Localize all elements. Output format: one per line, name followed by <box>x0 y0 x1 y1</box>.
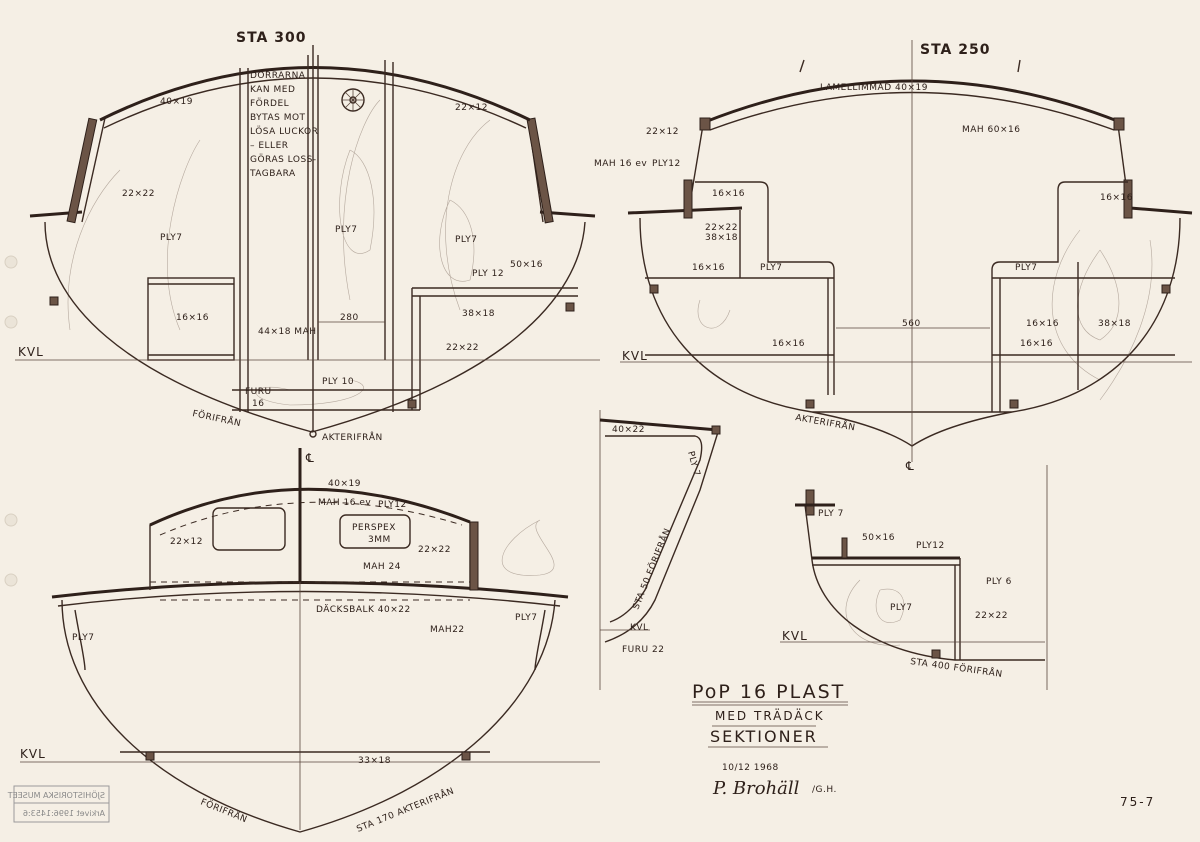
label: PLY12 <box>916 541 945 551</box>
drawing-title: PoP 16 PLAST <box>692 681 845 703</box>
label: PLY 7 <box>685 450 701 478</box>
section-sta-300: STA 300 DÖRRARNA KAN MED FÖRDEL BYTAS MO… <box>15 30 681 443</box>
title-block: PoP 16 PLAST MED TRÄDÄCK SEKTIONER 10/12… <box>692 681 848 799</box>
sta-300-title: STA 300 <box>236 30 306 46</box>
label: PLY7 <box>515 613 537 623</box>
label: MAH22 <box>430 625 465 635</box>
label: 22×12 <box>455 103 488 113</box>
label: LAMELLIMMAD 40×19 <box>820 83 928 93</box>
label: STA 170 AKTERIFRÅN <box>355 785 456 835</box>
section-sta-400: PLY 7 50×16 PLY12 PLY 6 PLY7 22×22 KVL S… <box>780 465 1048 690</box>
label: FÖRIFRÅN <box>199 796 249 826</box>
label: 16×16 <box>1100 193 1133 203</box>
label: 22×22 <box>418 545 451 555</box>
label: PLY7 <box>455 235 477 245</box>
label: 280 <box>340 313 359 323</box>
note-line: FÖRDEL <box>250 98 289 109</box>
label: 50×16 <box>510 260 543 270</box>
label: 38×18 <box>462 309 495 319</box>
drawing-heading: SEKTIONER <box>710 727 818 746</box>
label: PLY7 <box>890 603 912 613</box>
label: 16 <box>252 399 264 409</box>
section-sta-250: STA 250 LAMELLIMMAD 40×19 22×12 MAH 60×1… <box>620 40 1193 473</box>
svg-text:SJÖHISTORISKA MUSEET: SJÖHISTORISKA MUSEET <box>8 790 105 800</box>
label: 16×16 <box>1020 339 1053 349</box>
archive-stamp: SJÖHISTORISKA MUSEET Arkivet 1996:1453:6 <box>8 785 110 823</box>
label: PLY 12 <box>472 269 504 279</box>
label: 16×16 <box>712 189 745 199</box>
section-sta-170: ℄ 40×19 MAH 16 ev PLY12 22×12 PERSPEX 3M… <box>20 448 600 835</box>
label: 33×18 <box>358 756 391 766</box>
label: 40×19 <box>160 97 193 107</box>
label: 3MM <box>368 535 391 545</box>
label: PLY7 <box>335 225 357 235</box>
label: 22×22 <box>975 611 1008 621</box>
note-line: GÖRAS LOSS- <box>250 154 317 165</box>
label: 50×16 <box>862 533 895 543</box>
kvl-label: KVL <box>782 629 808 643</box>
label: AKTERIFRÅN <box>322 431 383 443</box>
label: 38×18 <box>1098 319 1131 329</box>
label: 16×16 <box>176 313 209 323</box>
note-line: DÖRRARNA <box>250 70 306 81</box>
label: PLY 6 <box>986 577 1012 587</box>
centerline-mark: ℄ <box>905 459 915 473</box>
label: PLY7 <box>760 263 782 273</box>
drawing-subtitle: MED TRÄDÄCK <box>715 708 825 723</box>
label: 560 <box>902 319 921 329</box>
door-note: DÖRRARNA KAN MED FÖRDEL BYTAS MOT LÖSA L… <box>249 70 318 179</box>
label: STA 50 FÖRIFRÅN <box>630 526 674 611</box>
label: PLY 10 <box>322 377 354 387</box>
label: STA 400 FÖRIFRÅN <box>910 655 1004 680</box>
label: 44×18 MAH <box>258 327 317 337</box>
label: 16×16 <box>692 263 725 273</box>
binder-holes <box>4 255 18 587</box>
note-line: – ELLER <box>250 141 289 151</box>
label: FURU 22 <box>622 645 664 655</box>
label: 22×12 <box>170 537 203 547</box>
label: 22×22 <box>446 343 479 353</box>
sta-250-title: STA 250 <box>920 42 990 58</box>
kvl-label: KVL <box>20 747 46 761</box>
label: PLY7 <box>1015 263 1037 273</box>
section-sta-50: 40×22 PLY 7 STA 50 FÖRIFRÅN KVL FURU 22 <box>599 410 721 690</box>
sheet-number: 75-7 <box>1120 795 1155 809</box>
label: 40×22 <box>612 425 645 435</box>
kvl-label: KVL <box>18 345 44 359</box>
svg-text:Arkivet 1996:1453:6: Arkivet 1996:1453:6 <box>23 809 105 818</box>
label: 16×16 <box>1026 319 1059 329</box>
signature: P. Brohäll <box>712 778 800 799</box>
note-line: LÖSA LUCKOR <box>250 126 318 137</box>
label: 22×22 <box>122 189 155 199</box>
label: 38×18 <box>705 233 738 243</box>
note-line: KAN MED <box>250 85 295 95</box>
label: 40×19 <box>328 479 361 489</box>
label: PLY7 <box>72 633 94 643</box>
initials: /G.H. <box>812 785 837 795</box>
label: PLY12 <box>378 500 407 510</box>
label: MAH 60×16 <box>962 125 1021 135</box>
label: PLY12 <box>652 159 681 169</box>
label: KVL <box>630 623 649 633</box>
label: DÄCKSBALK 40×22 <box>316 604 411 615</box>
label: 16×16 <box>772 339 805 349</box>
label: 22×22 <box>705 223 738 233</box>
label: MAH 16 ev <box>318 498 371 508</box>
label: MAH 16 ev <box>594 159 647 169</box>
label: PLY 7 <box>818 509 844 519</box>
label: PERSPEX <box>352 523 396 533</box>
note-line: BYTAS MOT <box>250 113 306 123</box>
centerline-mark: ℄ <box>305 451 315 465</box>
label: 22×12 <box>646 127 679 137</box>
label: MAH 24 <box>363 562 401 572</box>
label: PLY7 <box>160 233 182 243</box>
drawing-date: 10/12 1968 <box>722 763 779 773</box>
kvl-label: KVL <box>622 349 648 363</box>
note-line: TAGBARA <box>249 169 296 179</box>
label: FURU <box>245 387 272 397</box>
